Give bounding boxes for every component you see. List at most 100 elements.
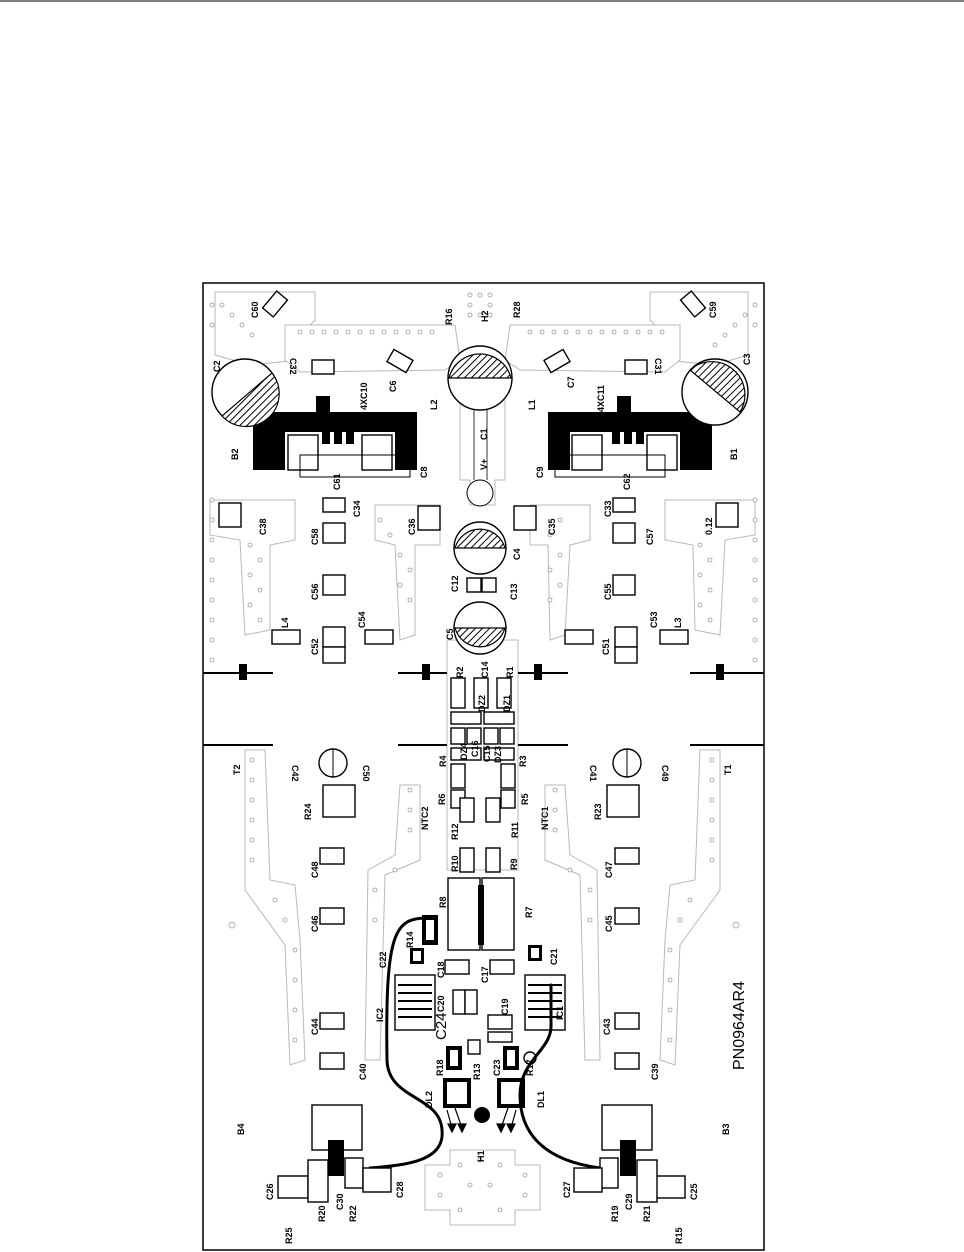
label-C41: C41 [588,765,598,782]
connector-B4 [277,1104,392,1203]
capacitor-C5 [453,601,507,655]
label-C19: C19 [500,998,510,1015]
label-C57: C57 [645,528,655,545]
ic-IC2 [394,974,436,1031]
label-R23: R23 [593,803,603,820]
label-C2: C2 [212,360,222,372]
label-R19: R19 [610,1205,620,1222]
capacitor-C3 [681,358,749,426]
label-4XC10: 4XC10 [359,382,369,410]
label-C37: 0.12 [704,517,714,535]
label-C26: C26 [265,1183,275,1200]
label-B2: B2 [230,448,240,460]
label-part-number: PN0964AR4 [731,981,748,1070]
label-R25: R25 [284,1227,294,1244]
label-R15: R15 [674,1227,684,1244]
label-C5: C5 [445,628,455,640]
label-C38: C38 [258,518,268,535]
label-DL1: DL1 [536,1091,546,1108]
label-C46: C46 [310,915,320,932]
label-C62: C62 [622,473,632,490]
label-C25: C25 [689,1183,699,1200]
label-C61: C61 [332,473,342,490]
label-C36: C36 [407,518,417,535]
label-L3: L3 [673,617,683,628]
label-C1: C1 [479,428,489,440]
label-H1: H1 [476,1150,486,1162]
label-C29: C29 [624,1193,634,1210]
label-C12: C12 [450,575,460,592]
capacitor-C2 [211,358,280,428]
label-C43: C43 [602,1018,612,1035]
via-field [209,292,758,1213]
label-C18: C18 [436,961,446,978]
label-R20: R20 [317,1205,327,1222]
label-DZ2: DZ2 [477,695,487,712]
label-C59: C59 [708,301,718,318]
silkscreen-labels: C60 R16 H2 R28 C59 C2 C32 C6 C7 C31 C3 4… [212,301,752,1244]
label-DL2: DL2 [424,1091,434,1108]
label-C31: C31 [653,358,663,375]
label-C21: C21 [549,948,559,965]
label-L2: L2 [429,399,439,410]
label-R14: R14 [405,931,415,948]
ic-IC1 [524,974,566,1031]
label-C28: C28 [395,1181,405,1198]
label-C16: C16 [470,740,480,757]
label-C27: C27 [562,1181,572,1198]
label-C39: C39 [650,1063,660,1080]
label-R13: R13 [472,1063,482,1080]
label-DZ3: DZ3 [493,746,503,763]
label-R18: R18 [435,1059,445,1076]
label-C17: C17 [480,966,490,983]
label-NTC2: NTC2 [420,806,430,830]
label-C49: C49 [660,765,670,782]
trace-left [368,916,444,1170]
label-C14: C14 [480,661,490,678]
label-L1: L1 [527,399,537,410]
transformer-B1 [548,396,712,478]
label-C32: C32 [288,358,298,375]
smd-pads [218,290,739,1123]
label-C48: C48 [310,861,320,878]
label-C20: C20 [436,995,446,1012]
label-R24: R24 [303,803,313,820]
label-4XC11: 4XC11 [596,385,606,412]
connector-B3 [573,1104,686,1203]
copper-pours [209,291,756,1226]
label-R7: R7 [524,906,534,918]
label-R3: R3 [518,755,528,767]
label-IC2: IC2 [375,1008,385,1022]
label-R4: R4 [438,755,448,767]
label-C53: C53 [649,611,659,628]
label-R11: R11 [510,822,520,838]
label-C50: C50 [361,765,371,782]
label-C6: C6 [388,380,398,392]
label-L4: L4 [280,617,290,628]
label-C3: C3 [742,353,752,365]
label-R12: R12 [450,823,460,840]
label-C35: C35 [547,518,557,535]
label-C22: C22 [378,951,388,968]
label-C8: C8 [419,466,429,478]
label-Vplus: V+ [479,459,489,470]
label-C4: C4 [512,548,522,560]
label-H2: H2 [480,310,490,322]
label-R1: R1 [505,666,515,678]
trace-right [518,983,602,1170]
label-C55: C55 [603,583,613,600]
label-C51: C51 [601,638,611,655]
label-R10: R10 [450,855,460,872]
label-C24: C24 [433,1012,450,1040]
label-C34: C34 [352,500,362,517]
label-C9: C9 [535,466,545,478]
label-C15: C15 [482,745,492,762]
label-C47: C47 [604,861,614,878]
label-C30: C30 [335,1193,345,1210]
label-DZ4: DZ4 [459,743,469,760]
label-T1: T1 [723,764,733,775]
label-B3: B3 [721,1123,731,1135]
label-DZ1: DZ1 [502,695,512,712]
led-arrows [446,1107,517,1134]
